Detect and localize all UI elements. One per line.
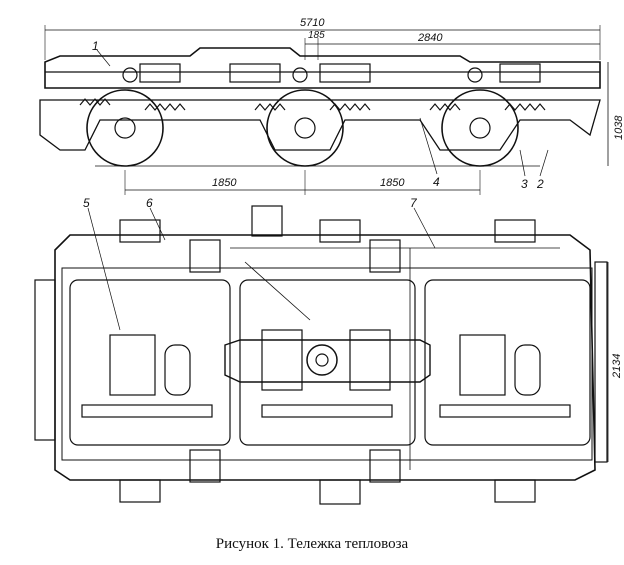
callout-2: 2 xyxy=(536,177,544,191)
callout-1: 1 xyxy=(92,39,99,53)
callout-6: 6 xyxy=(146,196,153,210)
plan-view xyxy=(34,205,609,505)
figure-caption: Рисунок 1. Тележка тепловоза xyxy=(215,536,409,552)
callout-4: 4 xyxy=(433,175,440,189)
dim-offset: 185 xyxy=(308,30,325,41)
side-view xyxy=(39,25,609,195)
wheel-3 xyxy=(441,89,519,167)
dim-width: 2134 xyxy=(611,354,623,379)
center-pivot xyxy=(306,344,338,376)
callout-7: 7 xyxy=(410,196,418,210)
wheel-2 xyxy=(266,89,344,167)
callout-5: 5 xyxy=(83,196,90,210)
dim-half-length: 2840 xyxy=(417,32,443,44)
wheel-1 xyxy=(86,89,164,167)
dim-height: 1038 xyxy=(613,115,624,140)
dim-axle-spacing-1: 1850 xyxy=(212,177,237,189)
dim-overall-length: 5710 xyxy=(300,17,325,29)
callout-3: 3 xyxy=(521,177,528,191)
bogie-drawing: 5710 2840 185 1038 1850 1850 2134 1 2 3 … xyxy=(34,17,624,505)
dim-axle-spacing-2: 1850 xyxy=(380,177,405,189)
